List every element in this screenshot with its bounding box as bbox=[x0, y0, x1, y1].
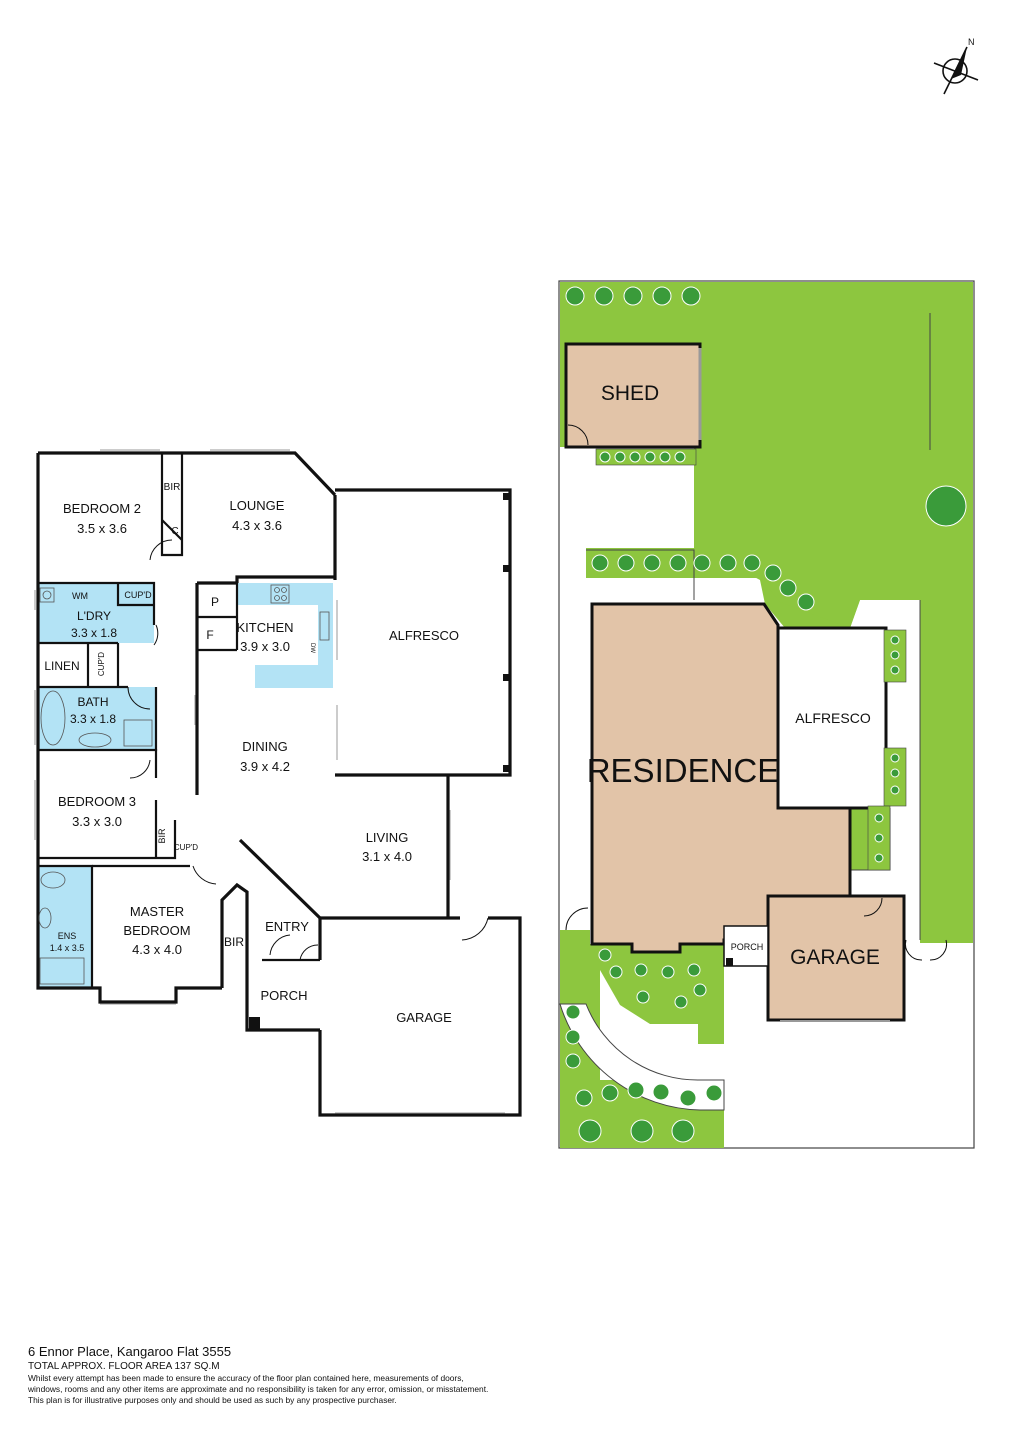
site-trees bbox=[565, 286, 967, 1143]
room-name-dining: DINING bbox=[242, 739, 288, 754]
site-label-shed: SHED bbox=[601, 382, 659, 405]
shed-building bbox=[564, 342, 702, 449]
kitchen-bench bbox=[237, 583, 333, 688]
site-label-residence: RESIDENCE bbox=[587, 752, 780, 789]
room-size-master: 4.3 x 4.0 bbox=[132, 942, 182, 957]
label-bir-master: BIR bbox=[224, 935, 244, 949]
label-porch: PORCH bbox=[261, 988, 308, 1003]
garage-building bbox=[766, 894, 906, 1022]
room-name2-master: BEDROOM bbox=[123, 923, 190, 938]
room-size-bath: 3.3 x 1.8 bbox=[70, 712, 116, 726]
room-name-laundry: L'DRY bbox=[77, 609, 111, 623]
laundry-wet-area bbox=[38, 583, 154, 643]
label-f: F bbox=[206, 628, 213, 642]
room-size-kitchen: 3.9 x 3.0 bbox=[240, 639, 290, 654]
room-size-laundry: 3.3 x 1.8 bbox=[71, 626, 117, 640]
label-p: P bbox=[211, 595, 219, 609]
floor-area: TOTAL APPROX. FLOOR AREA 137 SQ.M bbox=[28, 1361, 220, 1372]
label-bir-bedroom3: BIR bbox=[157, 828, 167, 844]
site-label-porch: PORCH bbox=[731, 942, 764, 952]
room-name-kitchen: KITCHEN bbox=[236, 620, 293, 635]
room-size-ens: 1.4 x 3.5 bbox=[50, 943, 85, 953]
label-c: C bbox=[171, 526, 178, 537]
north-compass-icon: N bbox=[933, 37, 979, 95]
room-name-master: MASTER bbox=[130, 904, 184, 919]
plan-footer: 6 Ennor Place, Kangaroo Flat 3555 TOTAL … bbox=[28, 1343, 1008, 1406]
label-cupd-linen: CUP'D bbox=[97, 652, 106, 676]
disclaimer-line-3: This plan is for illustrative purposes o… bbox=[28, 1395, 397, 1405]
room-size-bedroom2: 3.5 x 3.6 bbox=[77, 521, 127, 536]
disclaimer-line-1: Whilst every attempt has been made to en… bbox=[28, 1373, 464, 1383]
room-name-lounge: LOUNGE bbox=[230, 498, 285, 513]
label-bir-bedroom2: BIR bbox=[164, 482, 181, 493]
room-size-dining: 3.9 x 4.2 bbox=[240, 759, 290, 774]
label-dw: DW bbox=[309, 643, 315, 653]
label-alfresco: ALFRESCO bbox=[389, 628, 459, 643]
site-plan: SHED RESIDENCE ALFRESCO PORCH GARAGE bbox=[558, 280, 975, 1149]
bath-wet-area bbox=[38, 687, 156, 749]
label-entry: ENTRY bbox=[265, 919, 309, 934]
room-name-bedroom2: BEDROOM 2 bbox=[63, 501, 141, 516]
room-size-living: 3.1 x 4.0 bbox=[362, 849, 412, 864]
room-name-bedroom3: BEDROOM 3 bbox=[58, 794, 136, 809]
label-wm: WM bbox=[72, 591, 88, 601]
label-garage: GARAGE bbox=[396, 1010, 452, 1025]
label-cupd-laundry: CUP'D bbox=[124, 590, 152, 600]
compass-north-label: N bbox=[968, 37, 975, 47]
property-address: 6 Ennor Place, Kangaroo Flat 3555 bbox=[28, 1344, 232, 1359]
floor-plan: BEDROOM 2 3.5 x 3.6 LOUNGE 4.3 x 3.6 L'D… bbox=[34, 449, 522, 1117]
room-size-bedroom3: 3.3 x 3.0 bbox=[72, 814, 122, 829]
room-name-living: LIVING bbox=[366, 830, 409, 845]
room-name-bath: BATH bbox=[77, 695, 108, 709]
label-linen: LINEN bbox=[44, 659, 79, 673]
label-cupd-bedroom3: CUP'D bbox=[174, 843, 198, 852]
site-label-alfresco: ALFRESCO bbox=[795, 710, 871, 726]
site-label-garage: GARAGE bbox=[790, 946, 880, 969]
room-size-lounge: 4.3 x 3.6 bbox=[232, 518, 282, 533]
room-name-ens: ENS bbox=[58, 931, 77, 941]
disclaimer-line-2: windows, rooms and any other items are a… bbox=[28, 1384, 489, 1394]
